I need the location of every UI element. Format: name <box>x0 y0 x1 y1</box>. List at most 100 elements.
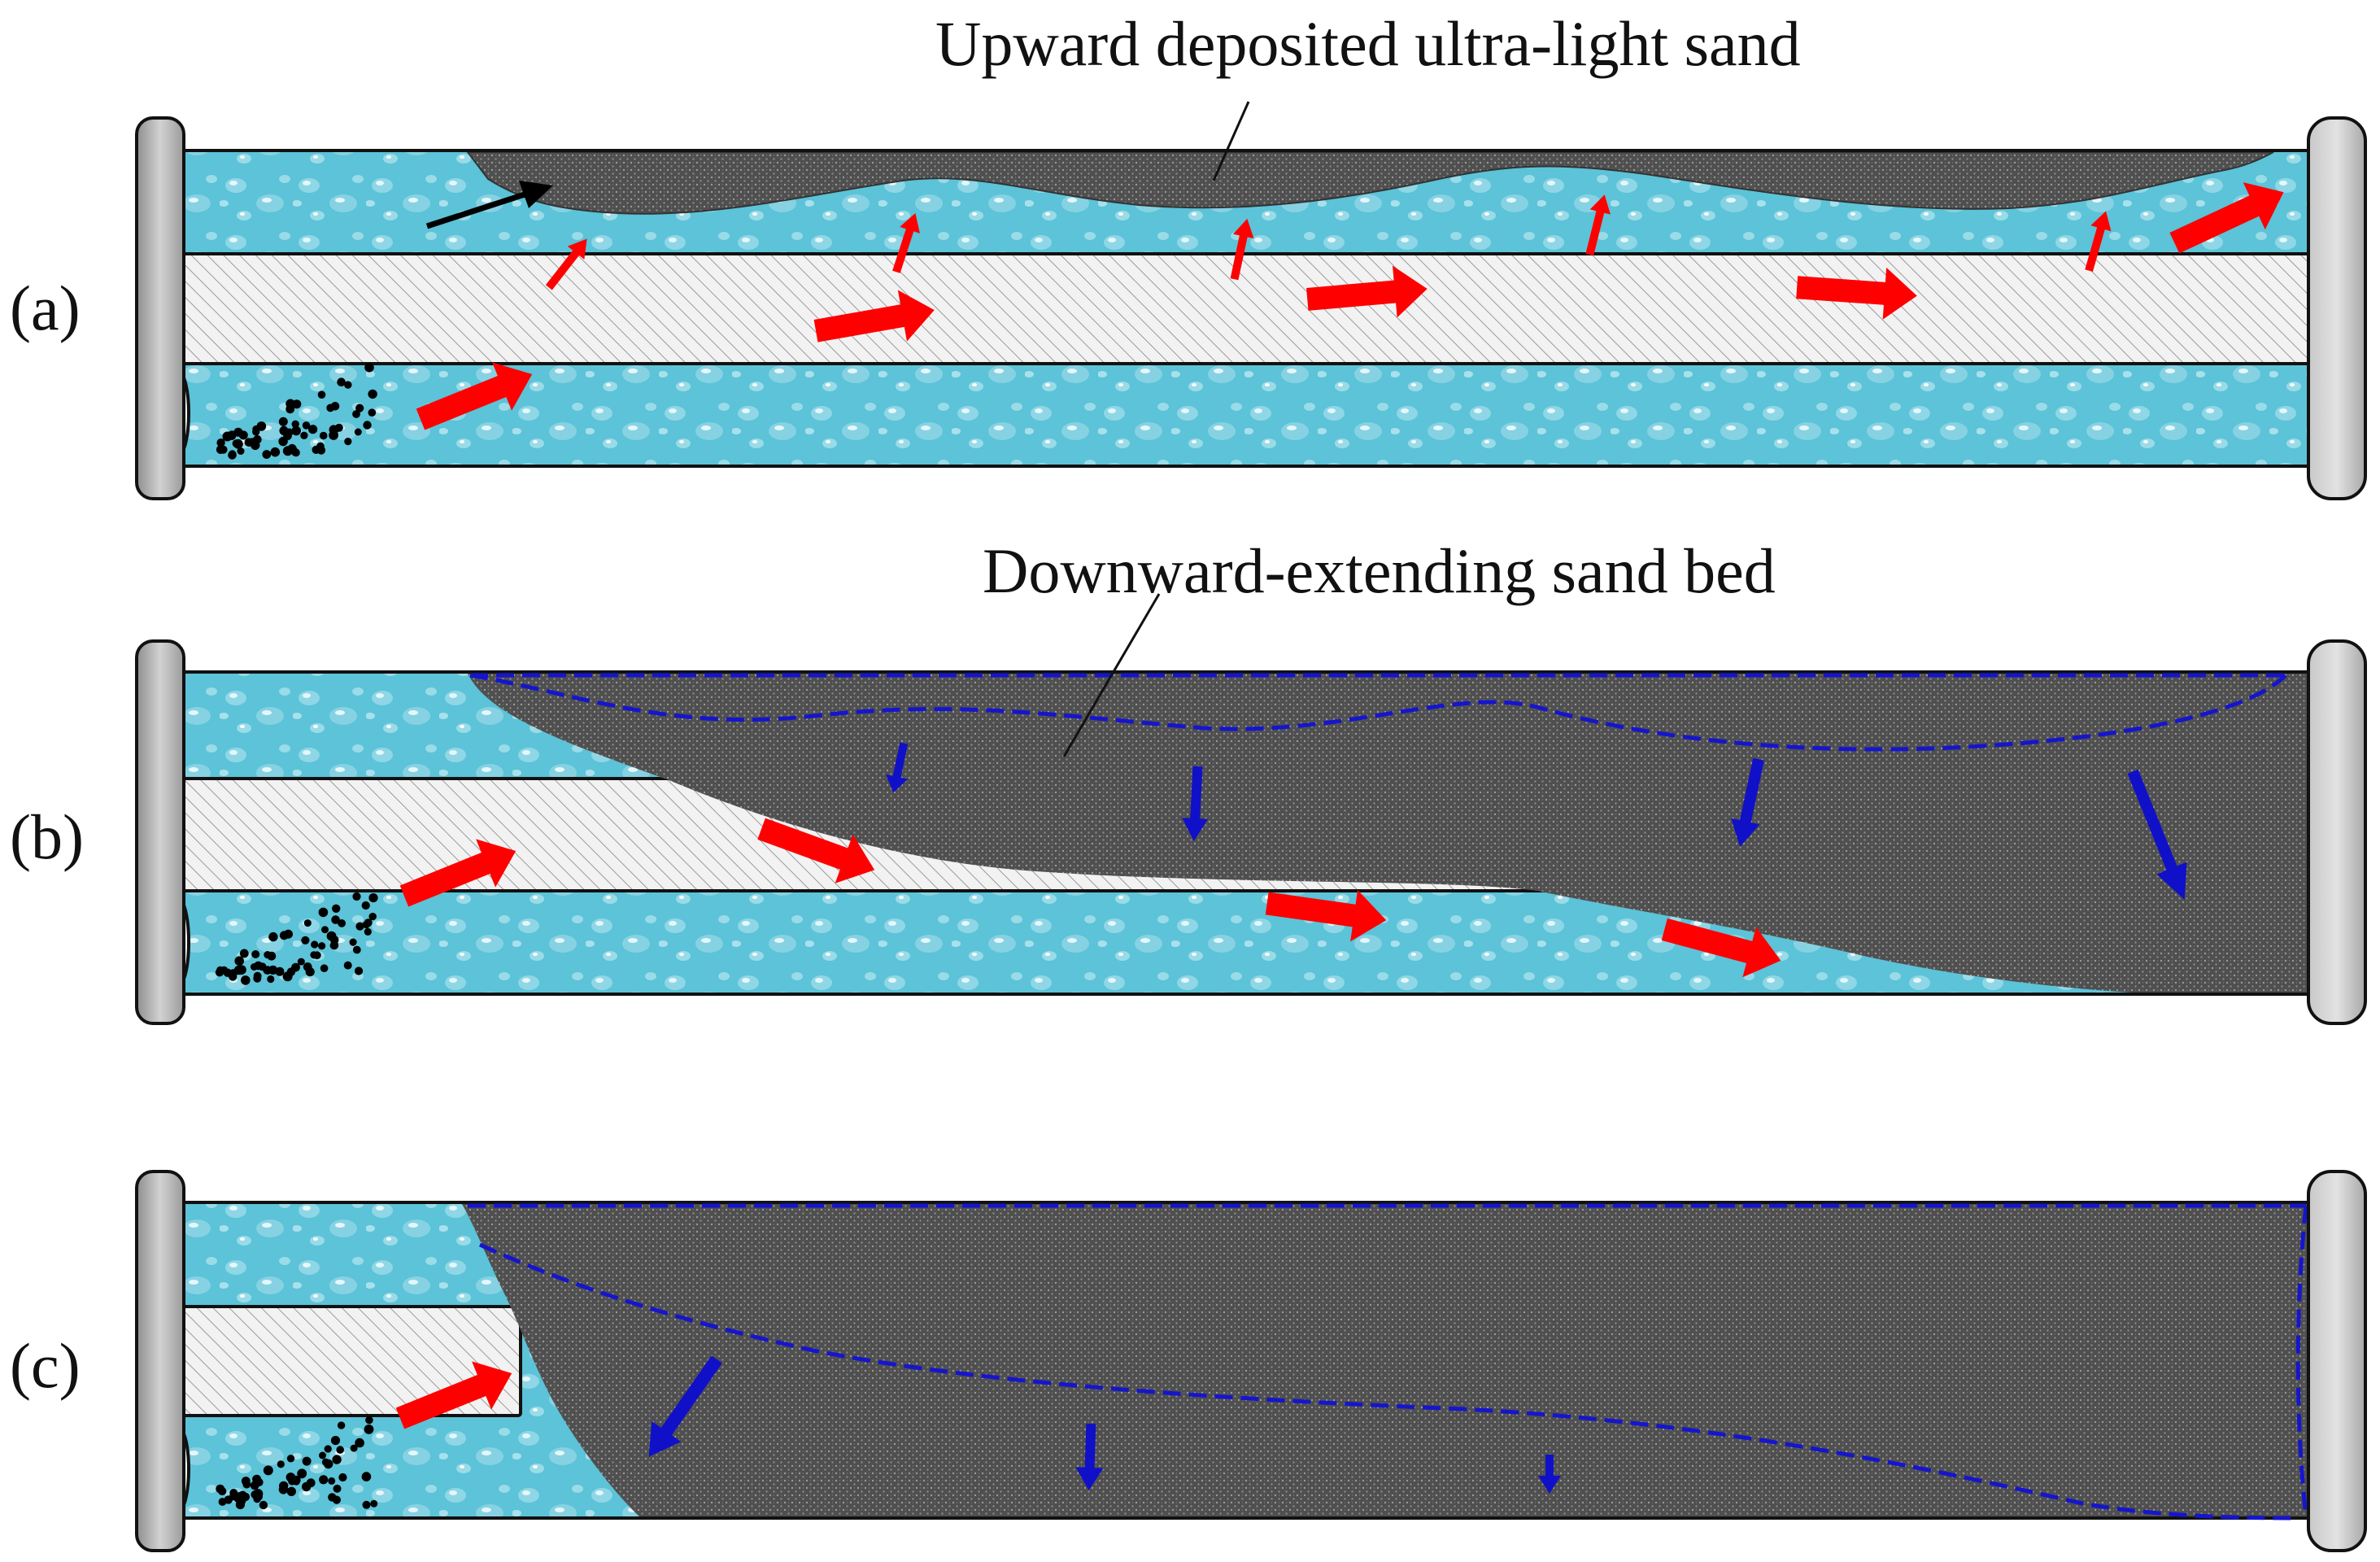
sand-particle <box>338 1473 347 1482</box>
inner-pipe <box>177 252 2318 365</box>
sand-particle <box>350 1444 358 1452</box>
red-arrow-icon <box>399 839 517 907</box>
sand-particle <box>256 421 267 431</box>
sand-particle <box>267 975 275 984</box>
sand-particle <box>253 1494 261 1503</box>
sand-particle <box>330 1436 341 1446</box>
sand-particle <box>368 893 378 903</box>
sand-particle <box>277 1460 285 1468</box>
sand-bed-full <box>462 1204 2317 1518</box>
sand-particle <box>268 932 278 942</box>
sand-particle <box>319 1451 326 1459</box>
sand-particle <box>352 945 361 954</box>
red-arrow-icon <box>395 1361 512 1429</box>
sand-particle <box>331 915 340 924</box>
left-flange <box>135 1170 185 1552</box>
sand-particle <box>262 450 272 459</box>
sand-particle <box>326 404 335 412</box>
pointer-arrow-icon <box>519 181 553 208</box>
sand-particle <box>286 399 295 409</box>
sand-particle <box>263 1465 273 1476</box>
sand-particle <box>303 919 312 927</box>
sand-particle <box>264 951 272 959</box>
blue-arrow-icon <box>1731 757 1764 847</box>
red-arrow-icon <box>1796 267 1917 320</box>
annotation-upward-deposit: Upward deposited ultra-light sand <box>935 8 1801 79</box>
red-arrow-icon <box>1585 194 1611 256</box>
sand-particle <box>308 425 318 434</box>
sand-particle <box>251 440 260 450</box>
sand-particle-cluster-icon <box>216 1416 378 1510</box>
sand-particle <box>216 1484 225 1494</box>
sand-particle <box>253 971 262 980</box>
sand-particle <box>368 912 377 921</box>
sand-particle <box>251 950 260 958</box>
blue-arrow-icon <box>1182 766 1209 841</box>
sand-particle <box>319 1475 329 1485</box>
sand-particle <box>329 425 339 435</box>
sand-particle <box>302 1456 312 1466</box>
sand-particle <box>321 926 329 934</box>
sand-particle <box>259 1500 268 1510</box>
sand-particle <box>275 966 285 976</box>
sand-particle <box>250 963 258 971</box>
sand-particle <box>288 1477 297 1486</box>
sand-particle <box>319 431 328 440</box>
upward-sand-deposit <box>465 151 2274 215</box>
red-arrow-icon <box>416 362 533 430</box>
right-flange <box>2307 639 2367 1025</box>
downward-sand-bed <box>468 674 2317 993</box>
right-flange <box>2307 116 2367 500</box>
blue-arrow-icon <box>1538 1455 1561 1494</box>
red-arrow-icon <box>2085 211 2112 272</box>
sand-particle <box>216 966 224 974</box>
sand-particle <box>368 408 377 417</box>
sand-particle <box>270 447 281 457</box>
sand-particle <box>216 445 225 454</box>
sand-particle <box>263 966 272 975</box>
sand-particle <box>344 381 352 389</box>
dashed-sand-front <box>469 673 2287 752</box>
sand-particle <box>363 421 372 430</box>
sand-particle <box>368 389 377 399</box>
sand-particle <box>234 956 244 966</box>
sand-particle <box>352 892 361 901</box>
sand-particle <box>216 438 225 447</box>
sand-particle <box>303 962 312 971</box>
annotation-downward-sand-bed: Downward-extending sand bed <box>983 535 1776 606</box>
sand-particle <box>364 362 374 373</box>
panel-label-c: (c) <box>10 1330 81 1401</box>
sand-particle <box>232 439 241 448</box>
sand-particle <box>354 428 362 436</box>
sand-particle <box>278 417 288 426</box>
annotation-leader-a <box>1212 101 1250 181</box>
sand-particle <box>286 1455 295 1463</box>
sand-particle <box>321 1458 330 1466</box>
panel-c: (c) <box>10 1170 2367 1552</box>
sand-particle <box>329 936 339 945</box>
sand-particle <box>365 1416 373 1425</box>
sand-particle <box>337 377 346 386</box>
dashed-sand-front <box>478 1242 2295 1521</box>
sand-particle <box>332 1455 342 1464</box>
sand-particle <box>242 1480 251 1489</box>
sand-particle <box>233 427 243 437</box>
red-arrow-icon <box>1230 218 1254 281</box>
sand-particle <box>333 1484 342 1493</box>
sand-particle <box>237 447 245 455</box>
sand-particle <box>361 901 370 910</box>
red-arrow-icon <box>813 290 935 343</box>
sand-particle <box>229 969 238 978</box>
sand-particle <box>237 965 246 975</box>
panel-a: Upward deposited ultra-light sand (a) <box>10 8 2367 500</box>
sand-particle <box>218 1498 227 1506</box>
panel-b: Downward-extending sand bed (b) <box>10 535 2367 1025</box>
sand-particle <box>317 390 326 399</box>
left-flange <box>135 116 185 500</box>
sand-particle <box>312 445 320 454</box>
red-arrow-icon <box>2169 182 2284 254</box>
sand-particle <box>291 425 301 436</box>
sand-particle <box>320 964 329 972</box>
sand-particle <box>301 936 310 945</box>
